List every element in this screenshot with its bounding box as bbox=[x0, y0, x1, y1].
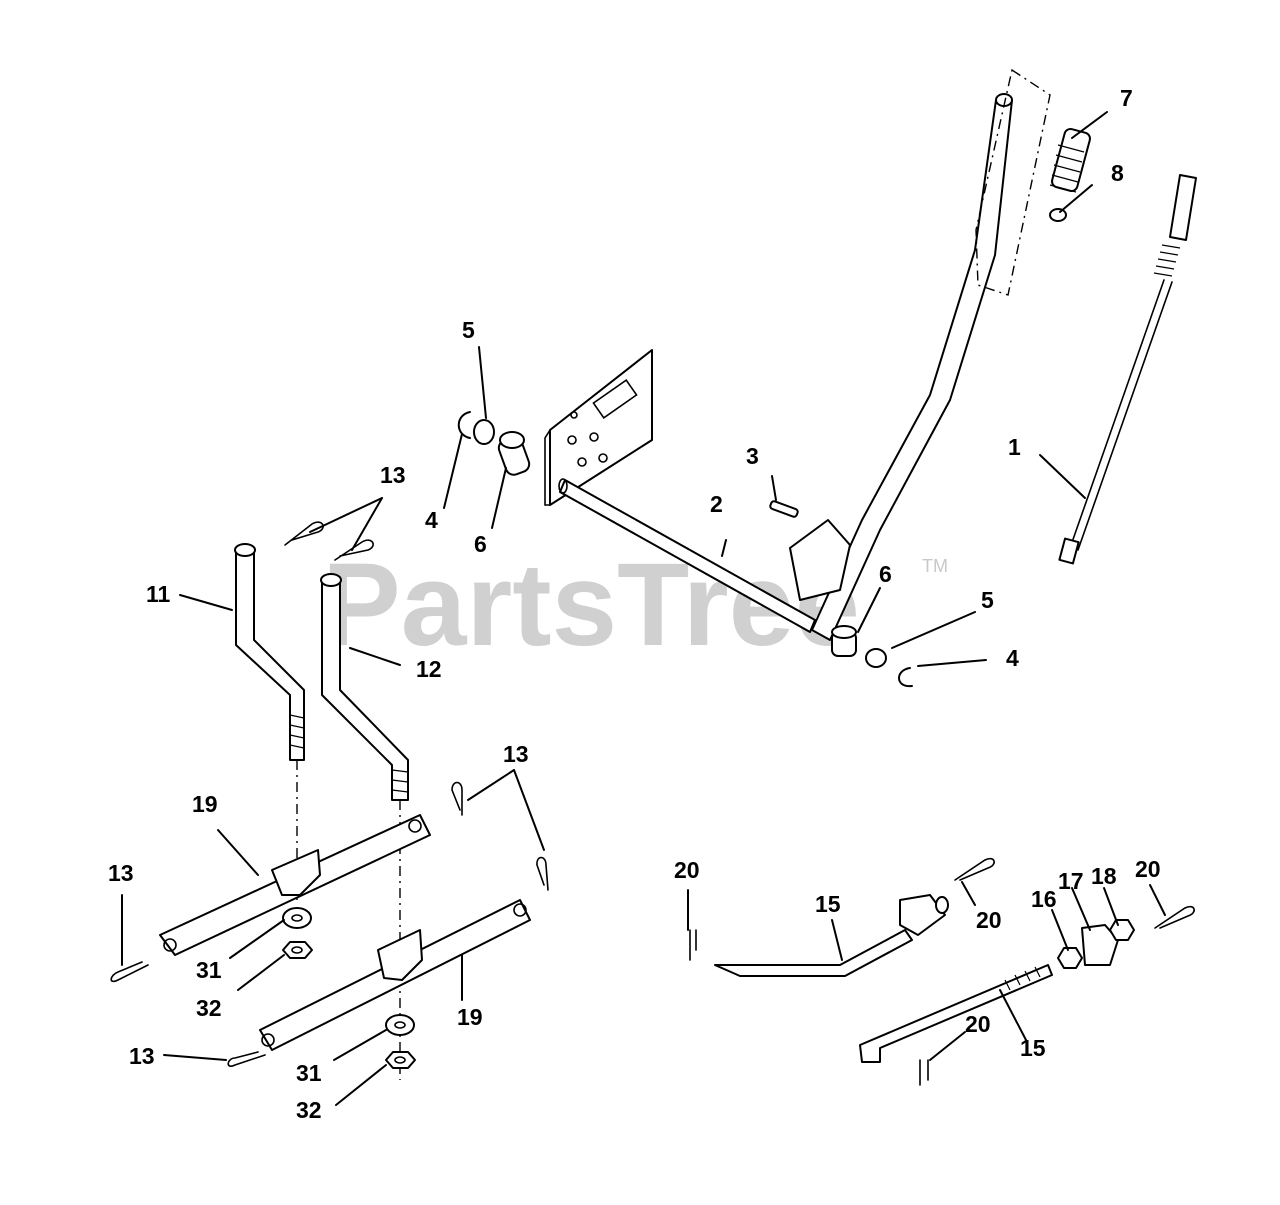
washer-31-left[interactable] bbox=[282, 907, 312, 929]
callout-5-right: 5 bbox=[981, 587, 994, 613]
callout-labels: 1 2 3 4 4 5 5 6 6 7 8 11 12 13 13 13 13 … bbox=[108, 85, 1161, 1123]
callout-15-lower: 15 bbox=[1020, 1035, 1046, 1061]
nut-32-right[interactable] bbox=[385, 1051, 416, 1069]
lift-link-11[interactable] bbox=[234, 543, 305, 761]
callout-4-right: 4 bbox=[1006, 645, 1019, 671]
adjust-rod[interactable] bbox=[1058, 174, 1197, 565]
lift-link-12[interactable] bbox=[320, 573, 409, 801]
callout-15-upper: 15 bbox=[815, 891, 841, 917]
nut-18[interactable] bbox=[1109, 919, 1135, 941]
callout-18: 18 bbox=[1091, 863, 1117, 889]
callout-8: 8 bbox=[1111, 160, 1124, 186]
callout-13-top: 13 bbox=[380, 462, 406, 488]
retainer-clip-left[interactable] bbox=[457, 411, 471, 439]
callout-13-bottom: 13 bbox=[129, 1043, 155, 1069]
callout-20-center: 20 bbox=[976, 907, 1002, 933]
callout-6-left: 6 bbox=[474, 531, 487, 557]
callout-12: 12 bbox=[416, 656, 442, 682]
hairpin-clip-1[interactable] bbox=[284, 521, 324, 546]
callout-5-left: 5 bbox=[462, 317, 475, 343]
hairpin-clip-6[interactable] bbox=[227, 1051, 266, 1067]
callout-31-left: 31 bbox=[196, 957, 222, 983]
lift-arm-lower[interactable] bbox=[259, 899, 531, 1051]
callout-13-left: 13 bbox=[108, 860, 134, 886]
callout-3: 3 bbox=[746, 443, 759, 469]
cotter-pin-2[interactable] bbox=[954, 857, 995, 881]
callout-16: 16 bbox=[1031, 886, 1057, 912]
hairpin-clip-3[interactable] bbox=[451, 781, 463, 816]
mounting-bracket[interactable] bbox=[544, 349, 653, 506]
bushing-left[interactable] bbox=[497, 431, 532, 477]
callout-7: 7 bbox=[1120, 85, 1133, 111]
callout-32-left: 32 bbox=[196, 995, 222, 1021]
callout-20-bottom: 20 bbox=[965, 1011, 991, 1037]
watermark-trademark: TM bbox=[922, 556, 948, 576]
link-rod-lower[interactable] bbox=[859, 964, 1053, 1063]
callout-20-left: 20 bbox=[674, 857, 700, 883]
callout-13-right: 13 bbox=[503, 741, 529, 767]
callout-11: 11 bbox=[146, 581, 171, 607]
callout-6-right: 6 bbox=[879, 561, 892, 587]
lift-shaft[interactable] bbox=[558, 478, 816, 633]
callout-17: 17 bbox=[1058, 868, 1084, 894]
nut-32-left[interactable] bbox=[282, 941, 313, 959]
cotter-pin-1[interactable] bbox=[689, 929, 697, 961]
grip-outline bbox=[975, 68, 1051, 296]
callout-1: 1 bbox=[1008, 434, 1021, 460]
callout-32-right: 32 bbox=[296, 1097, 322, 1123]
cotter-pin-3[interactable] bbox=[1154, 905, 1195, 929]
washer-31-right[interactable] bbox=[385, 1014, 415, 1036]
nut-16[interactable] bbox=[1057, 947, 1083, 969]
link-rod-upper[interactable] bbox=[714, 894, 949, 977]
washer-right[interactable] bbox=[865, 648, 887, 668]
washer-left[interactable] bbox=[473, 419, 495, 445]
bushing-right[interactable] bbox=[831, 625, 857, 657]
bracket-17[interactable] bbox=[1081, 924, 1119, 966]
callout-31-right: 31 bbox=[296, 1060, 322, 1086]
callout-2: 2 bbox=[710, 491, 723, 517]
callout-19-upper: 19 bbox=[192, 791, 218, 817]
hairpin-clip-2[interactable] bbox=[334, 539, 374, 561]
hairpin-clip-5[interactable] bbox=[110, 961, 149, 983]
leader-lines bbox=[121, 111, 1166, 1106]
hairpin-clip-4[interactable] bbox=[536, 856, 549, 891]
pin[interactable] bbox=[769, 500, 799, 518]
spring[interactable] bbox=[1049, 128, 1091, 222]
cotter-pin-4[interactable] bbox=[919, 1059, 929, 1086]
callout-19-lower: 19 bbox=[457, 1004, 483, 1030]
callout-20-right: 20 bbox=[1135, 856, 1161, 882]
lift-lever[interactable] bbox=[789, 93, 1013, 641]
lift-arm-upper[interactable] bbox=[159, 814, 431, 956]
callout-4-left: 4 bbox=[425, 507, 438, 533]
retainer-clip-right[interactable] bbox=[898, 667, 913, 688]
